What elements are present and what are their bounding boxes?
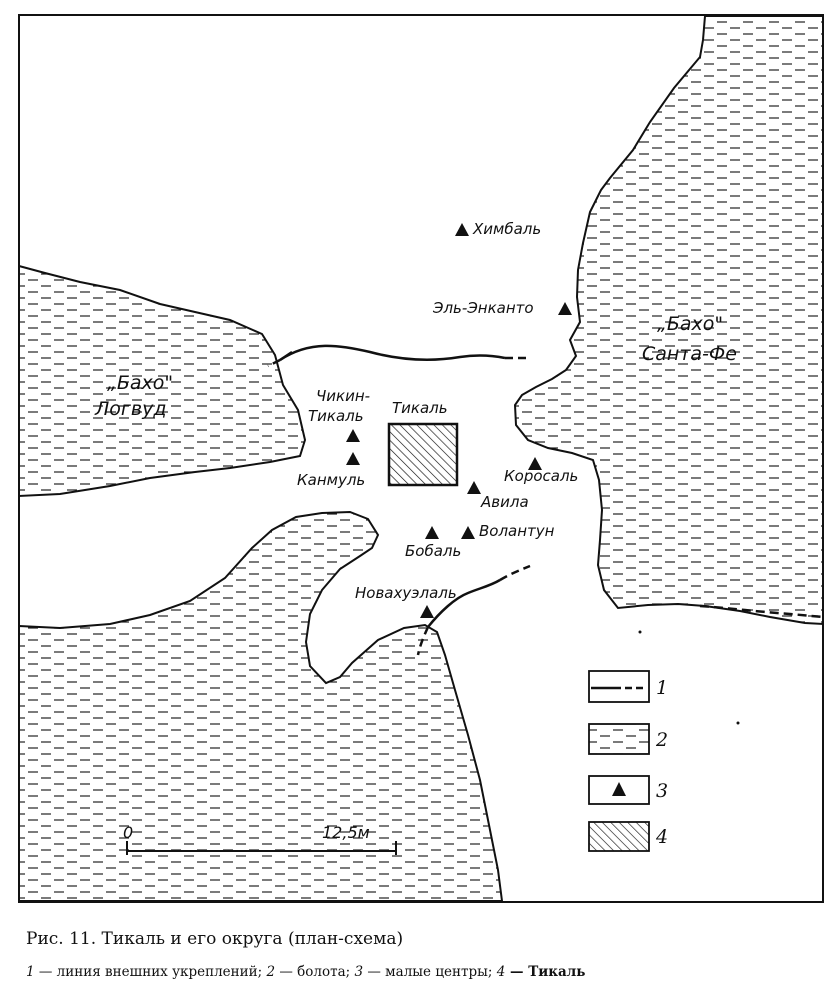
print-dot	[638, 630, 642, 634]
scale-max-label: 12,5м	[322, 823, 370, 842]
legend-num-2: 2	[655, 729, 668, 751]
figure-legend-text: 1 — линия внешних укреплений; 2 — болота…	[26, 964, 826, 980]
legend-text-num-3: 3	[354, 964, 364, 980]
tikal-site	[387, 422, 459, 487]
santa-fe-label-line1: „Бахо"	[657, 313, 723, 335]
fortification-line-north	[267, 344, 528, 368]
avila-marker	[467, 481, 481, 494]
logwood-label-line2: Логвуд	[94, 398, 166, 420]
scale-bar	[126, 841, 397, 855]
tikal-label: Тикаль	[392, 399, 448, 417]
fortification-line-south	[416, 564, 531, 656]
legend-box-1	[588, 670, 650, 703]
chikin-tikal-label-line2: Тикаль	[308, 407, 364, 425]
legend-num-4: 4	[655, 826, 668, 848]
volantun-label: Волантун	[479, 522, 555, 540]
swamp-santa-fe	[513, 15, 824, 626]
bobal-marker	[425, 526, 439, 539]
khimbal-marker	[455, 223, 469, 236]
figure-caption: Рис. 11. Тикаль и его округа (план-схема…	[26, 929, 404, 949]
legend: 1 2 3 4	[588, 670, 668, 852]
novakhuzalal-label: Новахуэлаль	[355, 584, 457, 602]
legend-box-4	[588, 821, 650, 852]
chikin-tikal-marker	[346, 429, 360, 442]
logwood-label-line1: „Бахо"	[107, 372, 173, 394]
kankmul-label: Канмуль	[297, 471, 365, 489]
kankmul-marker	[346, 452, 360, 465]
legend-text-num-1: 1	[26, 964, 35, 980]
khimbal-label: Химбаль	[472, 220, 541, 238]
scale-zero-label: 0	[123, 823, 133, 842]
legend-text-num-4: 4	[496, 964, 506, 980]
legend-text-item-3: — малые центры;	[363, 964, 497, 980]
santa-fe-label-line2: Санта-Фе	[642, 343, 737, 365]
legend-box-2	[588, 723, 650, 755]
korosal-marker	[528, 457, 542, 470]
korosal-label: Коросаль	[504, 467, 578, 485]
legend-text-item-2: — болота;	[275, 964, 355, 980]
avila-label: Авила	[480, 493, 529, 511]
bobal-label: Бобаль	[405, 542, 461, 560]
print-dot	[736, 721, 740, 725]
map: Химбаль Эль-Энканто Чикин- Тикаль Тикаль…	[18, 14, 824, 903]
fortification-line-east	[699, 604, 824, 619]
legend-text-item-4: — Тикаль	[505, 964, 586, 980]
legend-num-1: 1	[656, 677, 668, 699]
swamp-logwood	[18, 264, 307, 498]
novakhuzalal-marker	[420, 605, 434, 618]
volantun-marker	[461, 526, 475, 539]
swamp-southwest	[18, 510, 504, 902]
legend-text-item-1: — линия внешних укреплений;	[34, 964, 267, 980]
chikin-tikal-label-line1: Чикин-	[316, 387, 370, 405]
legend-text-num-2: 2	[266, 964, 276, 980]
el-enkanto-marker	[558, 302, 572, 315]
legend-triangle-icon	[612, 782, 626, 796]
legend-num-3: 3	[656, 780, 668, 802]
el-enkanto-label: Эль-Энканто	[432, 299, 534, 317]
